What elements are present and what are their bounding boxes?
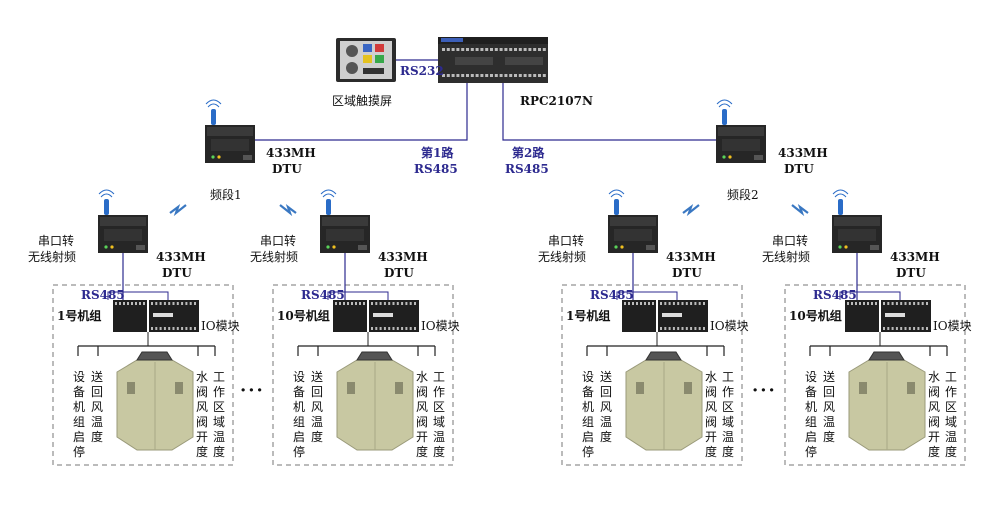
serial-to-rf-label: 串口转 [38, 234, 75, 248]
dtu-label: DTU [384, 266, 414, 280]
dtu-branch-3 [608, 189, 658, 253]
lightning-bolt-icon [169, 204, 187, 217]
rs485-label: RS485 [590, 288, 634, 302]
band2-label: 频段2 [727, 188, 759, 202]
signal-label: 工作区域温度 [213, 370, 226, 459]
serial-to-rf-label: 串口转 [548, 234, 585, 248]
dtu-label: DTU [896, 266, 926, 280]
lightning-bolt-icon [791, 204, 809, 217]
band1-label: 频段1 [210, 188, 242, 202]
route2-rs485-label: RS485 [505, 162, 549, 176]
dtu-433-label: 433MH [156, 250, 206, 264]
io-module [333, 300, 419, 332]
unit-group-box [52, 284, 234, 466]
signal-label: 送回风温度 [600, 370, 613, 444]
route1-rs485-label: RS485 [414, 162, 458, 176]
dtu-433-label: 433MH [890, 250, 940, 264]
rs485-label: RS485 [813, 288, 857, 302]
route2-label: 第2路 [512, 146, 545, 160]
signal-label: 设备机组启停 [293, 370, 306, 459]
signal-label: 水阀风阀开度 [416, 370, 429, 459]
dtu-label: DTU [272, 162, 302, 176]
io-module-label: IO模块 [421, 319, 460, 333]
unit-name-label: 10号机组 [789, 309, 842, 323]
io-module-label: IO模块 [933, 319, 972, 333]
io-module [622, 300, 708, 332]
dtu-label: DTU [672, 266, 702, 280]
chiller-unit [116, 351, 194, 451]
signal-label: 水阀风阀开度 [196, 370, 209, 459]
dtu-branch-1 [98, 189, 148, 253]
rs485-label: RS485 [81, 288, 125, 302]
wireless-rf-label: 无线射频 [28, 250, 77, 264]
route1-label: 第1路 [421, 146, 454, 160]
signal-label: 送回风温度 [823, 370, 836, 444]
wireless-rf-label: 无线射频 [250, 250, 299, 264]
plc-label: RPC2107N [520, 94, 593, 108]
lightning-bolt-icon [682, 204, 700, 217]
io-module [113, 300, 199, 332]
dtu-label: DTU [162, 266, 192, 280]
chiller-unit [336, 351, 414, 451]
unit-name-label: 10号机组 [277, 309, 330, 323]
signal-label: 水阀风阀开度 [705, 370, 718, 459]
dtu-433-label: 433MH [378, 250, 428, 264]
dtu-central-left [205, 99, 255, 163]
dtu-433-label: 433MH [778, 146, 828, 160]
signal-label: 水阀风阀开度 [928, 370, 941, 459]
signal-label: 工作区域温度 [722, 370, 735, 459]
signal-label: 设备机组启停 [805, 370, 818, 459]
unit-group-box [561, 284, 743, 466]
touchscreen-device [336, 38, 396, 82]
unit-name-label: 1号机组 [566, 309, 611, 323]
serial-to-rf-label: 串口转 [772, 234, 809, 248]
rs232-label: RS232 [400, 64, 444, 78]
io-module [845, 300, 931, 332]
signal-label: 设备机组启停 [582, 370, 595, 459]
plc-device [438, 37, 548, 83]
unit-name-label: 1号机组 [57, 309, 102, 323]
wireless-rf-label: 无线射频 [538, 250, 587, 264]
ellipsis: ··· [240, 380, 265, 401]
rs485-label: RS485 [301, 288, 345, 302]
dtu-433-label: 433MH [666, 250, 716, 264]
dtu-433-label: 433MH [266, 146, 316, 160]
lightning-bolt-icon [279, 204, 297, 217]
serial-to-rf-label: 串口转 [260, 234, 297, 248]
signal-label: 设备机组启停 [73, 370, 86, 459]
dtu-central-right [716, 99, 766, 163]
signal-label: 送回风温度 [311, 370, 324, 444]
touchscreen-label: 区域触摸屏 [332, 94, 393, 108]
chiller-unit [625, 351, 703, 451]
signal-label: 工作区域温度 [945, 370, 958, 459]
wireless-rf-label: 无线射频 [762, 250, 811, 264]
unit-group-box [784, 284, 966, 466]
chiller-unit [848, 351, 926, 451]
io-module-label: IO模块 [201, 319, 240, 333]
signal-label: 送回风温度 [91, 370, 104, 444]
io-module-label: IO模块 [710, 319, 749, 333]
unit-group-box [272, 284, 454, 466]
ellipsis: ··· [752, 380, 777, 401]
dtu-label: DTU [784, 162, 814, 176]
dtu-branch-4 [832, 189, 882, 253]
signal-label: 工作区域温度 [433, 370, 446, 459]
dtu-branch-2 [320, 189, 370, 253]
